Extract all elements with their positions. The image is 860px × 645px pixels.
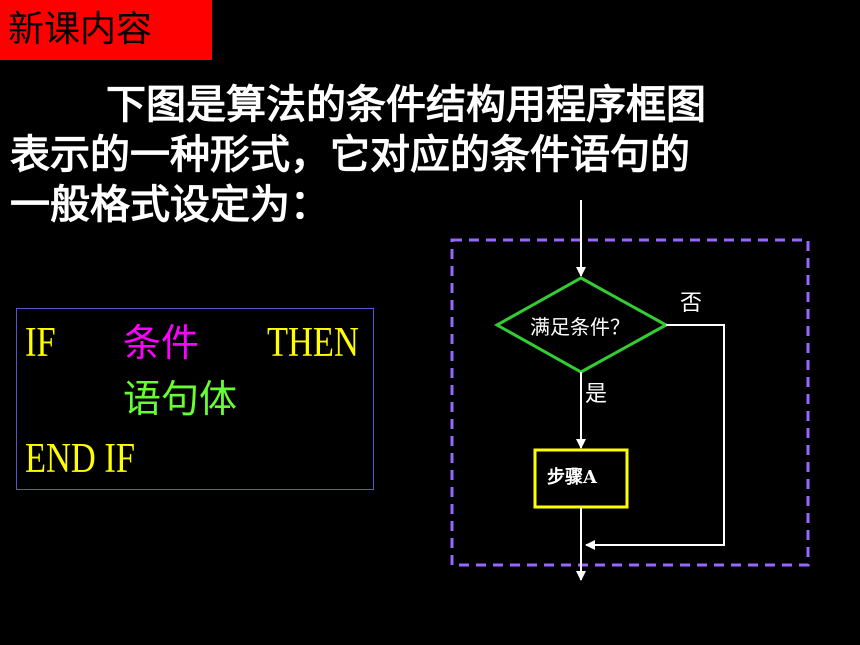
yes-label: 是 xyxy=(585,382,608,407)
paragraph-line-1: 下图是算法的条件结构用程序框图 xyxy=(106,82,706,128)
no-branch-path xyxy=(585,324,725,550)
no-label: 否 xyxy=(680,291,703,316)
paragraph-line-3: 一般格式设定为： xyxy=(10,182,330,228)
paragraph-line-2: 表示的一种形式，它对应的条件语句的 xyxy=(10,132,690,178)
process-label: 步骤A xyxy=(547,467,597,488)
slide-title: 新课内容 xyxy=(0,0,212,60)
condition-text: 条件 xyxy=(123,321,200,365)
code-syntax-box: IF 条件 THEN 语句体 END IF xyxy=(16,308,374,490)
statement-body-text: 语句体 xyxy=(123,377,238,421)
decision-label: 满足条件？ xyxy=(530,315,630,339)
dashed-frame xyxy=(450,238,810,567)
keyword-then: THEN xyxy=(267,320,359,366)
keyword-if: IF xyxy=(25,320,56,366)
keyword-end-if: END IF xyxy=(25,436,136,482)
intro-paragraph: 下图是算法的条件结构用程序框图 表示的一种形式，它对应的条件语句的 一般格式设定… xyxy=(10,80,840,230)
